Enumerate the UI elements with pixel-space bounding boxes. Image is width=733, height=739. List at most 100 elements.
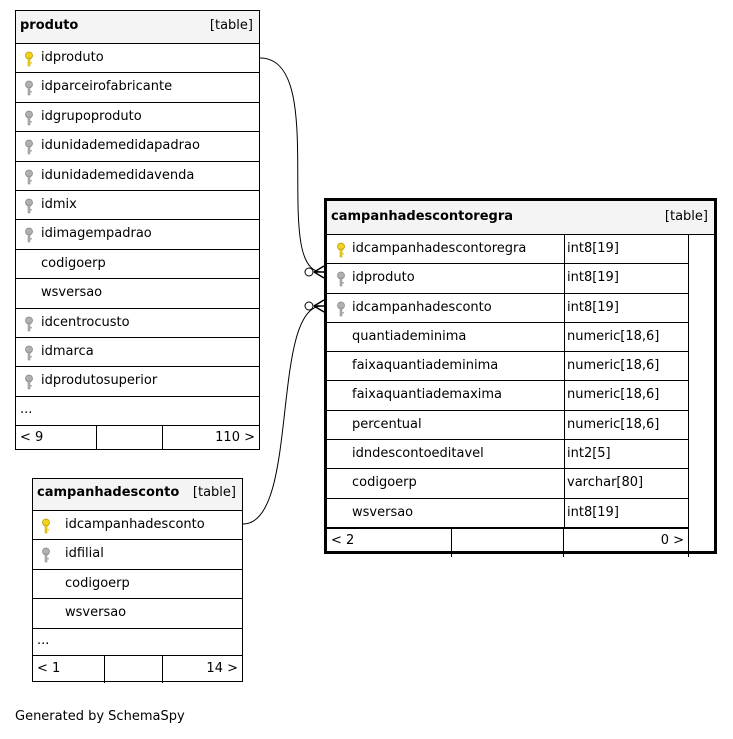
column-type: int8[19]	[567, 241, 619, 256]
column-row-faixaquantiademinima[interactable]: faixaquantiademinima numeric[18,6]	[327, 352, 688, 382]
column-name: idfilial	[65, 546, 104, 562]
table-header: produto [table]	[16, 11, 259, 44]
column-row-idmarca[interactable]: idmarca	[16, 338, 259, 368]
foreign-key-icon	[24, 198, 36, 226]
foreign-key-icon	[24, 80, 36, 108]
foreign-key-icon	[24, 169, 36, 197]
column-row-idproduto[interactable]: idproduto int8[19]	[327, 264, 688, 294]
column-row-codigoerp[interactable]: codigoerp	[16, 250, 259, 280]
table-footer: < 1 14 >	[33, 655, 242, 683]
table-header: campanhadesconto [table]	[33, 479, 242, 511]
column-type: int2[5]	[567, 446, 611, 462]
table-header: campanhadescontoregra [table]	[327, 201, 714, 235]
column-row-wsversao[interactable]: wsversao	[33, 599, 242, 629]
table-produto[interactable]: produto [table] idproduto idparceirofabri…	[15, 10, 260, 450]
generated-by-label: Generated by SchemaSpy	[15, 709, 185, 724]
edge-crowsfoot-circle-idproduto	[304, 267, 314, 277]
table-footer: < 9 110 >	[16, 425, 259, 450]
table-name: produto	[20, 18, 79, 33]
edge-crowsfoot-circle-idcampanhadesconto	[304, 301, 314, 311]
foreign-key-icon	[24, 345, 36, 373]
parents-count[interactable]: < 9	[20, 429, 44, 445]
column-name: idunidademedidapadrao	[41, 138, 200, 154]
column-row-idprodutosuperior[interactable]: idprodutosuperior	[16, 367, 259, 397]
column-row-idfilial[interactable]: idfilial	[33, 540, 242, 570]
table-kind: [table]	[209, 18, 253, 33]
column-row-idunidademedidavenda[interactable]: idunidademedidavenda	[16, 162, 259, 191]
primary-key-icon	[41, 518, 53, 546]
column-name: idunidademedidavenda	[41, 167, 195, 183]
foreign-key-icon	[24, 110, 36, 138]
foreign-key-icon	[41, 547, 53, 575]
column-row-idmix[interactable]: idmix	[16, 191, 259, 221]
column-name: idcentrocusto	[41, 314, 130, 330]
column-type: varchar[80]	[567, 475, 644, 491]
column-row-idcampanhadesconto[interactable]: idcampanhadesconto	[33, 511, 242, 541]
column-name: idgrupoproduto	[41, 108, 142, 124]
column-row-idcampanhadesconto[interactable]: idcampanhadesconto int8[19]	[327, 293, 688, 323]
column-row-idimagempadrao[interactable]: idimagempadrao	[16, 220, 259, 250]
column-name: codigoerp	[41, 255, 106, 271]
column-row-codigoerp[interactable]: codigoerp varchar[80]	[327, 469, 688, 499]
column-name: idprodutosuperior	[41, 373, 158, 389]
column-type: numeric[18,6]	[567, 358, 660, 374]
children-count[interactable]: 0 >	[660, 532, 684, 548]
column-name: faixaquantiademaxima	[352, 387, 503, 403]
column-row-wsversao[interactable]: wsversao	[16, 279, 259, 309]
parents-count[interactable]: < 2	[331, 532, 355, 548]
column-name: codigoerp	[65, 575, 130, 591]
foreign-key-icon	[24, 374, 36, 402]
edge-produto-idproduto	[259, 57, 323, 273]
column-row-idproduto[interactable]: idproduto	[16, 44, 259, 74]
parents-count[interactable]: < 1	[37, 660, 61, 676]
column-type: numeric[18,6]	[567, 416, 660, 432]
column-row-idunidademedidapadrao[interactable]: idunidademedidapadrao	[16, 132, 259, 162]
edge-crowsfoot-idproduto	[313, 265, 325, 279]
column-name: idparceirofabricante	[41, 79, 173, 95]
column-name: idndescontoeditavel	[352, 446, 484, 462]
column-name: idmix	[41, 196, 77, 212]
column-name: wsversao	[41, 285, 103, 301]
children-count[interactable]: 110 >	[215, 429, 255, 445]
column-row-idparceirofabricante[interactable]: idparceirofabricante	[16, 73, 259, 103]
column-type: numeric[18,6]	[567, 387, 660, 403]
column-row-idcampanhadescontoregra[interactable]: idcampanhadescontoregra int8[19]	[327, 235, 688, 265]
column-type: int8[19]	[567, 299, 619, 315]
table-campanhadesconto[interactable]: campanhadesconto [table] idcampanhadesco…	[32, 478, 243, 683]
column-name: idproduto	[41, 50, 104, 65]
foreign-key-icon	[24, 139, 36, 167]
column-name: idproduto	[352, 270, 415, 286]
column-row-faixaquantiademaxima[interactable]: faixaquantiademaxima numeric[18,6]	[327, 381, 688, 411]
column-name: faixaquantiademinima	[352, 358, 499, 374]
column-name: idimagempadrao	[41, 226, 152, 242]
column-row-idcentrocusto[interactable]: idcentrocusto	[16, 309, 259, 338]
column-name: idcampanhadesconto	[65, 517, 205, 532]
more-columns-ellipsis: ...	[33, 629, 242, 656]
column-list: idcampanhadesconto idfilial codigoerp wsver…	[33, 511, 242, 629]
children-count[interactable]: 14 >	[206, 660, 238, 676]
column-row-codigoerp[interactable]: codigoerp	[33, 570, 242, 600]
column-name: idmarca	[41, 343, 94, 359]
more-columns-ellipsis: ...	[16, 397, 259, 426]
column-type: int8[19]	[567, 504, 619, 520]
column-list: idproduto idparceirofabricante idgrupoprod…	[16, 44, 259, 397]
table-kind: [table]	[664, 209, 708, 224]
primary-key-icon	[24, 51, 36, 79]
table-name: campanhadesconto	[37, 485, 180, 500]
foreign-key-icon	[24, 227, 36, 255]
column-name: wsversao	[65, 605, 127, 621]
foreign-key-icon	[336, 271, 348, 299]
column-row-idndescontoeditavel[interactable]: idndescontoeditavel int2[5]	[327, 440, 688, 470]
column-row-idgrupoproduto[interactable]: idgrupoproduto	[16, 103, 259, 133]
column-name: codigoerp	[352, 475, 417, 491]
column-type: int8[19]	[567, 270, 619, 286]
column-name: idcampanhadesconto	[352, 299, 492, 315]
column-name: idcampanhadescontoregra	[352, 241, 527, 256]
column-name: quantiademinima	[352, 328, 467, 344]
table-campanhadescontoregra[interactable]: campanhadescontoregra [table] idcampanha…	[324, 198, 717, 557]
